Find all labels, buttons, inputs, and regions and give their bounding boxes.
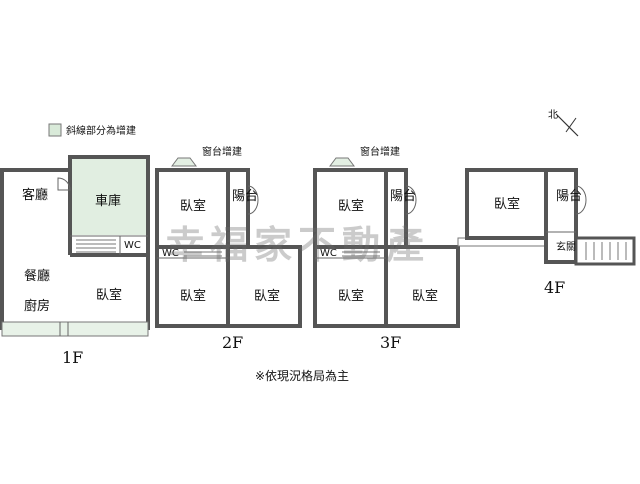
- floor-2f: 窗台增建 臥室 陽台 WC 臥室 臥室 2F: [155, 145, 302, 352]
- room-bedroom-top-3f: 臥室: [338, 198, 364, 214]
- window-addition-label-3f: 窗台增建: [360, 145, 400, 158]
- floor-label-4f: 4F: [544, 278, 565, 297]
- room-balcony-2f: 陽台: [232, 189, 258, 204]
- floor-label-3f: 3F: [380, 333, 401, 352]
- room-wc-1f: WC: [124, 240, 141, 251]
- legend-swatch: [48, 123, 62, 137]
- room-bedroom-4f: 臥室: [494, 196, 520, 212]
- compass-needle-icon: [555, 113, 579, 137]
- watermark-text: 幸福家不動產: [166, 223, 430, 267]
- window-addition-3f: [329, 157, 355, 167]
- compass-label: 北: [548, 109, 558, 121]
- compass: 北: [548, 109, 579, 137]
- floor-3f: 窗台增建 臥室 陽台 WC 臥室 臥室 3F: [313, 145, 547, 352]
- floor-label-1f: 1F: [62, 348, 83, 367]
- floor-label-2f: 2F: [222, 333, 243, 352]
- floor-4f: 臥室 陽台 玄關 4F: [465, 168, 636, 297]
- floor-1f: 客廳 車庫 WC 餐廳 廚房 臥室 1F: [0, 155, 150, 367]
- room-bedroom-left-2f: 臥室: [180, 288, 206, 304]
- window-addition-2f: [171, 157, 197, 167]
- compass-cross-line: [565, 117, 577, 133]
- room-garage: 車庫: [95, 194, 121, 209]
- room-wc-2f: WC: [162, 248, 179, 259]
- room-balcony-4f: 陽台: [556, 189, 582, 204]
- stairs-1f: [76, 239, 116, 253]
- room-bedroom-right-3f: 臥室: [412, 288, 438, 304]
- legend-label: 斜線部分為增建: [66, 124, 136, 137]
- room-entry-4f: 玄關: [556, 240, 576, 253]
- room-balcony-3f: 陽台: [390, 189, 416, 204]
- room-wc-3f: WC: [320, 248, 337, 259]
- room-living: 客廳: [22, 187, 48, 203]
- room-bedroom-right-2f: 臥室: [254, 288, 280, 304]
- garage-addition-area: [70, 157, 148, 235]
- room-bedroom-top-2f: 臥室: [180, 198, 206, 214]
- room-bedroom-left-3f: 臥室: [338, 288, 364, 304]
- footnote: ※依現況格局為主: [255, 368, 349, 383]
- window-addition-label-2f: 窗台增建: [202, 145, 242, 158]
- room-kitchen: 廚房: [24, 298, 50, 314]
- room-dining: 餐廳: [24, 268, 50, 284]
- legend: 斜線部分為增建: [48, 123, 136, 137]
- room-bedroom-1f: 臥室: [96, 287, 122, 303]
